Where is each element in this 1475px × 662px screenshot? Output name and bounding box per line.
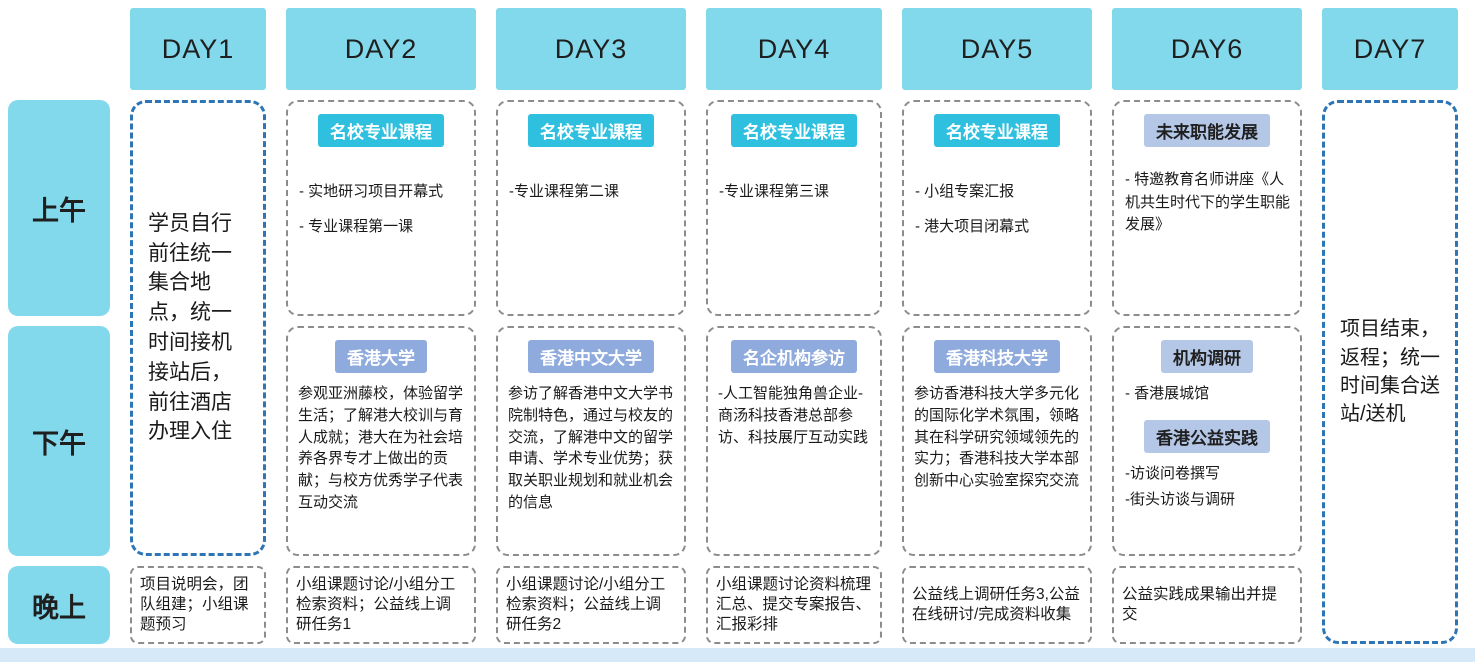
day5-morning-badge: 名校专业课程 <box>934 114 1060 147</box>
day-header-1: DAY1 <box>130 8 266 90</box>
day6-evening-cell: 公益实践成果输出并提交 <box>1112 566 1302 644</box>
day2-morning-badge: 名校专业课程 <box>318 114 444 147</box>
day4-evening-cell: 小组课题讨论资料梳理汇总、提交专案报告、汇报彩排 <box>706 566 882 644</box>
day5-evening-cell: 公益线上调研任务3,公益在线研讨/完成资料收集 <box>902 566 1092 644</box>
schedule-line: - 香港展城馆 <box>1125 385 1210 402</box>
schedule-line: -街头访谈与调研 <box>1125 491 1235 508</box>
day5-afternoon-badge: 香港科技大学 <box>934 340 1060 373</box>
day6-afternoon-badge-1: 机构调研 <box>1161 340 1253 373</box>
day-header-4: DAY4 <box>706 8 882 90</box>
day-header-6: DAY6 <box>1112 8 1302 90</box>
day7-main-cell: 项目结束，返程；统一时间集合送站/送机 <box>1322 100 1458 644</box>
schedule-line: -访谈问卷撰写 <box>1125 464 1220 482</box>
day7-main-text: 项目结束，返程；统一时间集合送站/送机 <box>1340 318 1440 426</box>
row-label-afternoon: 下午 <box>8 326 110 556</box>
day3-morning-badge: 名校专业课程 <box>528 114 654 147</box>
day5-afternoon-cell: 香港科技大学 参访香港科技大学多元化的国际化学术氛围，领略其在科学研究领域领先的… <box>902 326 1092 556</box>
day3-afternoon-badge: 香港中文大学 <box>528 340 654 373</box>
day2-evening-cell: 小组课题讨论/小组分工检索资料；公益线上调研任务1 <box>286 566 476 644</box>
day6-evening-text: 公益实践成果输出并提交 <box>1122 586 1278 623</box>
day1-main-cell: 学员自行前往统一集合地点，统一时间接机接站后，前往酒店办理入住 <box>130 100 266 556</box>
day2-afternoon-badge: 香港大学 <box>335 340 427 373</box>
schedule-line: - 专业课程第一课 <box>299 217 414 235</box>
day3-afternoon-cell: 香港中文大学 参访了解香港中文大学书院制特色，通过与校友的交流，了解港中文的留学… <box>496 326 686 556</box>
day1-evening-text: 项目说明会，团队组建；小组课题预习 <box>140 576 249 633</box>
day3-evening-cell: 小组课题讨论/小组分工检索资料；公益线上调研任务2 <box>496 566 686 644</box>
schedule-line: -专业课程第二课 <box>509 183 619 200</box>
row-label-morning: 上午 <box>8 100 110 316</box>
day4-morning-cell: 名校专业课程 -专业课程第三课 <box>706 100 882 316</box>
day3-morning-cell: 名校专业课程 -专业课程第二课 <box>496 100 686 316</box>
day-header-2: DAY2 <box>286 8 476 90</box>
schedule-line: - 小组专案汇报 <box>915 183 1015 200</box>
day6-afternoon-badge-2: 香港公益实践 <box>1144 419 1270 453</box>
day3-evening-text: 小组课题讨论/小组分工检索资料；公益线上调研任务2 <box>506 576 666 633</box>
day5-morning-cell: 名校专业课程 - 小组专案汇报 - 港大项目闭幕式 <box>902 100 1092 316</box>
day4-afternoon-cell: 名企机构参访 -人工智能独角兽企业-商汤科技香港总部参访、科技展厅互动实践 <box>706 326 882 556</box>
day-header-5: DAY5 <box>902 8 1092 90</box>
day5-afternoon-text: 参访香港科技大学多元化的国际化学术氛围，领略其在科学研究领域领先的实力；香港科技… <box>914 385 1080 489</box>
day3-afternoon-text: 参访了解香港中文大学书院制特色，通过与校友的交流，了解港中文的留学申请、学术专业… <box>508 385 674 511</box>
schedule-line: - 实地研习项目开幕式 <box>299 183 444 200</box>
day6-morning-cell: 未来职能发展 - 特邀教育名师讲座《人机共生时代下的学生职能发展》 <box>1112 100 1302 316</box>
schedule-line: - 港大项目闭幕式 <box>915 217 1030 235</box>
day4-afternoon-text: -人工智能独角兽企业-商汤科技香港总部参访、科技展厅互动实践 <box>718 385 869 446</box>
schedule-line: - 特邀教育名师讲座《人机共生时代下的学生职能发展》 <box>1125 171 1291 233</box>
day-header-7: DAY7 <box>1322 8 1458 90</box>
day1-main-text: 学员自行前往统一集合地点，统一时间接机接站后，前往酒店办理入住 <box>148 211 232 444</box>
day5-evening-text: 公益线上调研任务3,公益在线研讨/完成资料收集 <box>912 586 1080 623</box>
schedule-line: -专业课程第三课 <box>719 183 829 200</box>
row-label-evening: 晚上 <box>8 566 110 644</box>
day6-afternoon-cell: 机构调研 - 香港展城馆 香港公益实践 -访谈问卷撰写 -街头访谈与调研 <box>1112 326 1302 556</box>
day2-afternoon-text: 参观亚洲藤校，体验留学生活；了解港大校训与育人成就；港大在为社会培养各界专才上做… <box>298 385 464 511</box>
day4-evening-text: 小组课题讨论资料梳理汇总、提交专案报告、汇报彩排 <box>716 576 872 633</box>
day-header-3: DAY3 <box>496 8 686 90</box>
day4-afternoon-badge: 名企机构参访 <box>731 340 857 373</box>
day2-evening-text: 小组课题讨论/小组分工检索资料；公益线上调研任务1 <box>296 576 456 633</box>
header-spacer <box>8 8 110 90</box>
day6-morning-badge: 未来职能发展 <box>1144 114 1270 147</box>
day4-morning-badge: 名校专业课程 <box>731 114 857 147</box>
day1-evening-cell: 项目说明会，团队组建；小组课题预习 <box>130 566 266 644</box>
footer-strip <box>0 648 1475 662</box>
schedule-table: DAY1 DAY2 DAY3 DAY4 DAY5 DAY6 DAY7 上午 下午… <box>8 8 1458 644</box>
day2-afternoon-cell: 香港大学 参观亚洲藤校，体验留学生活；了解港大校训与育人成就；港大在为社会培养各… <box>286 326 476 556</box>
day2-morning-cell: 名校专业课程 - 实地研习项目开幕式 - 专业课程第一课 <box>286 100 476 316</box>
